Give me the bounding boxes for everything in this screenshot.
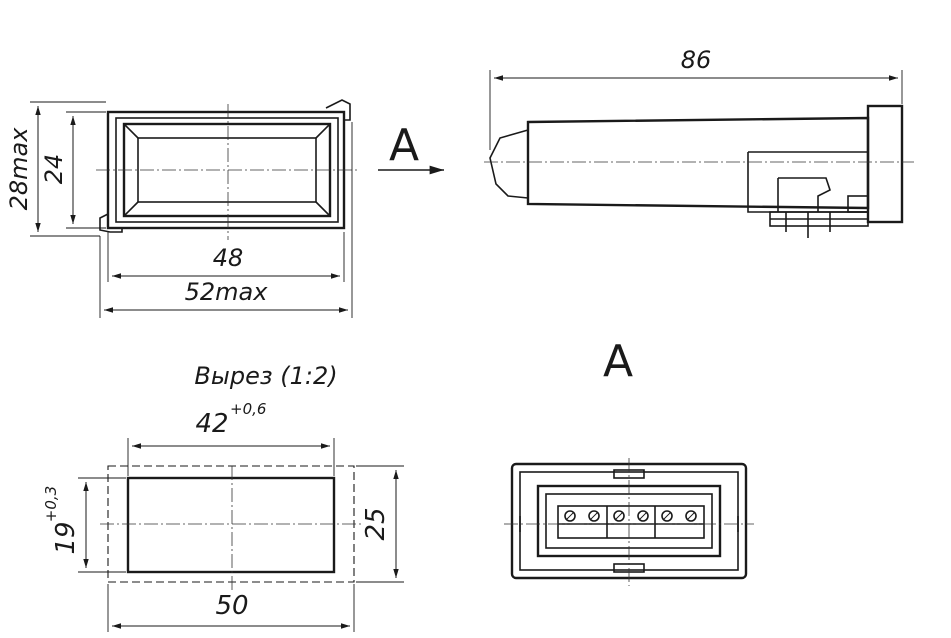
- side-body-outline: [484, 104, 914, 238]
- dim-48: 48: [213, 244, 244, 272]
- dim-19-tolerance: +0,3: [42, 486, 60, 522]
- front-body-outline: [96, 99, 358, 240]
- cutout-dimensions: 42 +0,6 19 +0,3 25 50: [42, 400, 404, 632]
- cutout-outline: [100, 465, 362, 590]
- front-view: 28max 24 48 52max: [5, 99, 358, 318]
- dim-24: 24: [40, 154, 68, 185]
- dim-25: 25: [361, 507, 391, 540]
- dim-28max: 28max: [5, 127, 33, 211]
- dim-52max: 52max: [185, 278, 269, 306]
- side-view: 86: [484, 46, 914, 238]
- cutout-title: Вырез (1:2): [194, 362, 337, 390]
- dim-42-tolerance: +0,6: [230, 400, 266, 418]
- dim-19: 19: [51, 521, 81, 554]
- cutout-view: Вырез (1:2) 42 +0,6 19 +0,3 25: [42, 362, 404, 632]
- dim-50: 50: [215, 591, 248, 621]
- view-a-outline: [504, 458, 754, 586]
- view-arrow: A: [378, 120, 444, 175]
- terminal-screws: [564, 510, 697, 522]
- dim-42: 42: [195, 409, 228, 439]
- side-dimensions: 86: [489, 46, 903, 150]
- view-arrow-label: A: [389, 120, 419, 171]
- view-a: A: [504, 336, 754, 586]
- dim-86: 86: [681, 46, 712, 74]
- view-a-label: A: [603, 336, 633, 387]
- front-dimensions: 28max 24 48 52max: [5, 101, 353, 318]
